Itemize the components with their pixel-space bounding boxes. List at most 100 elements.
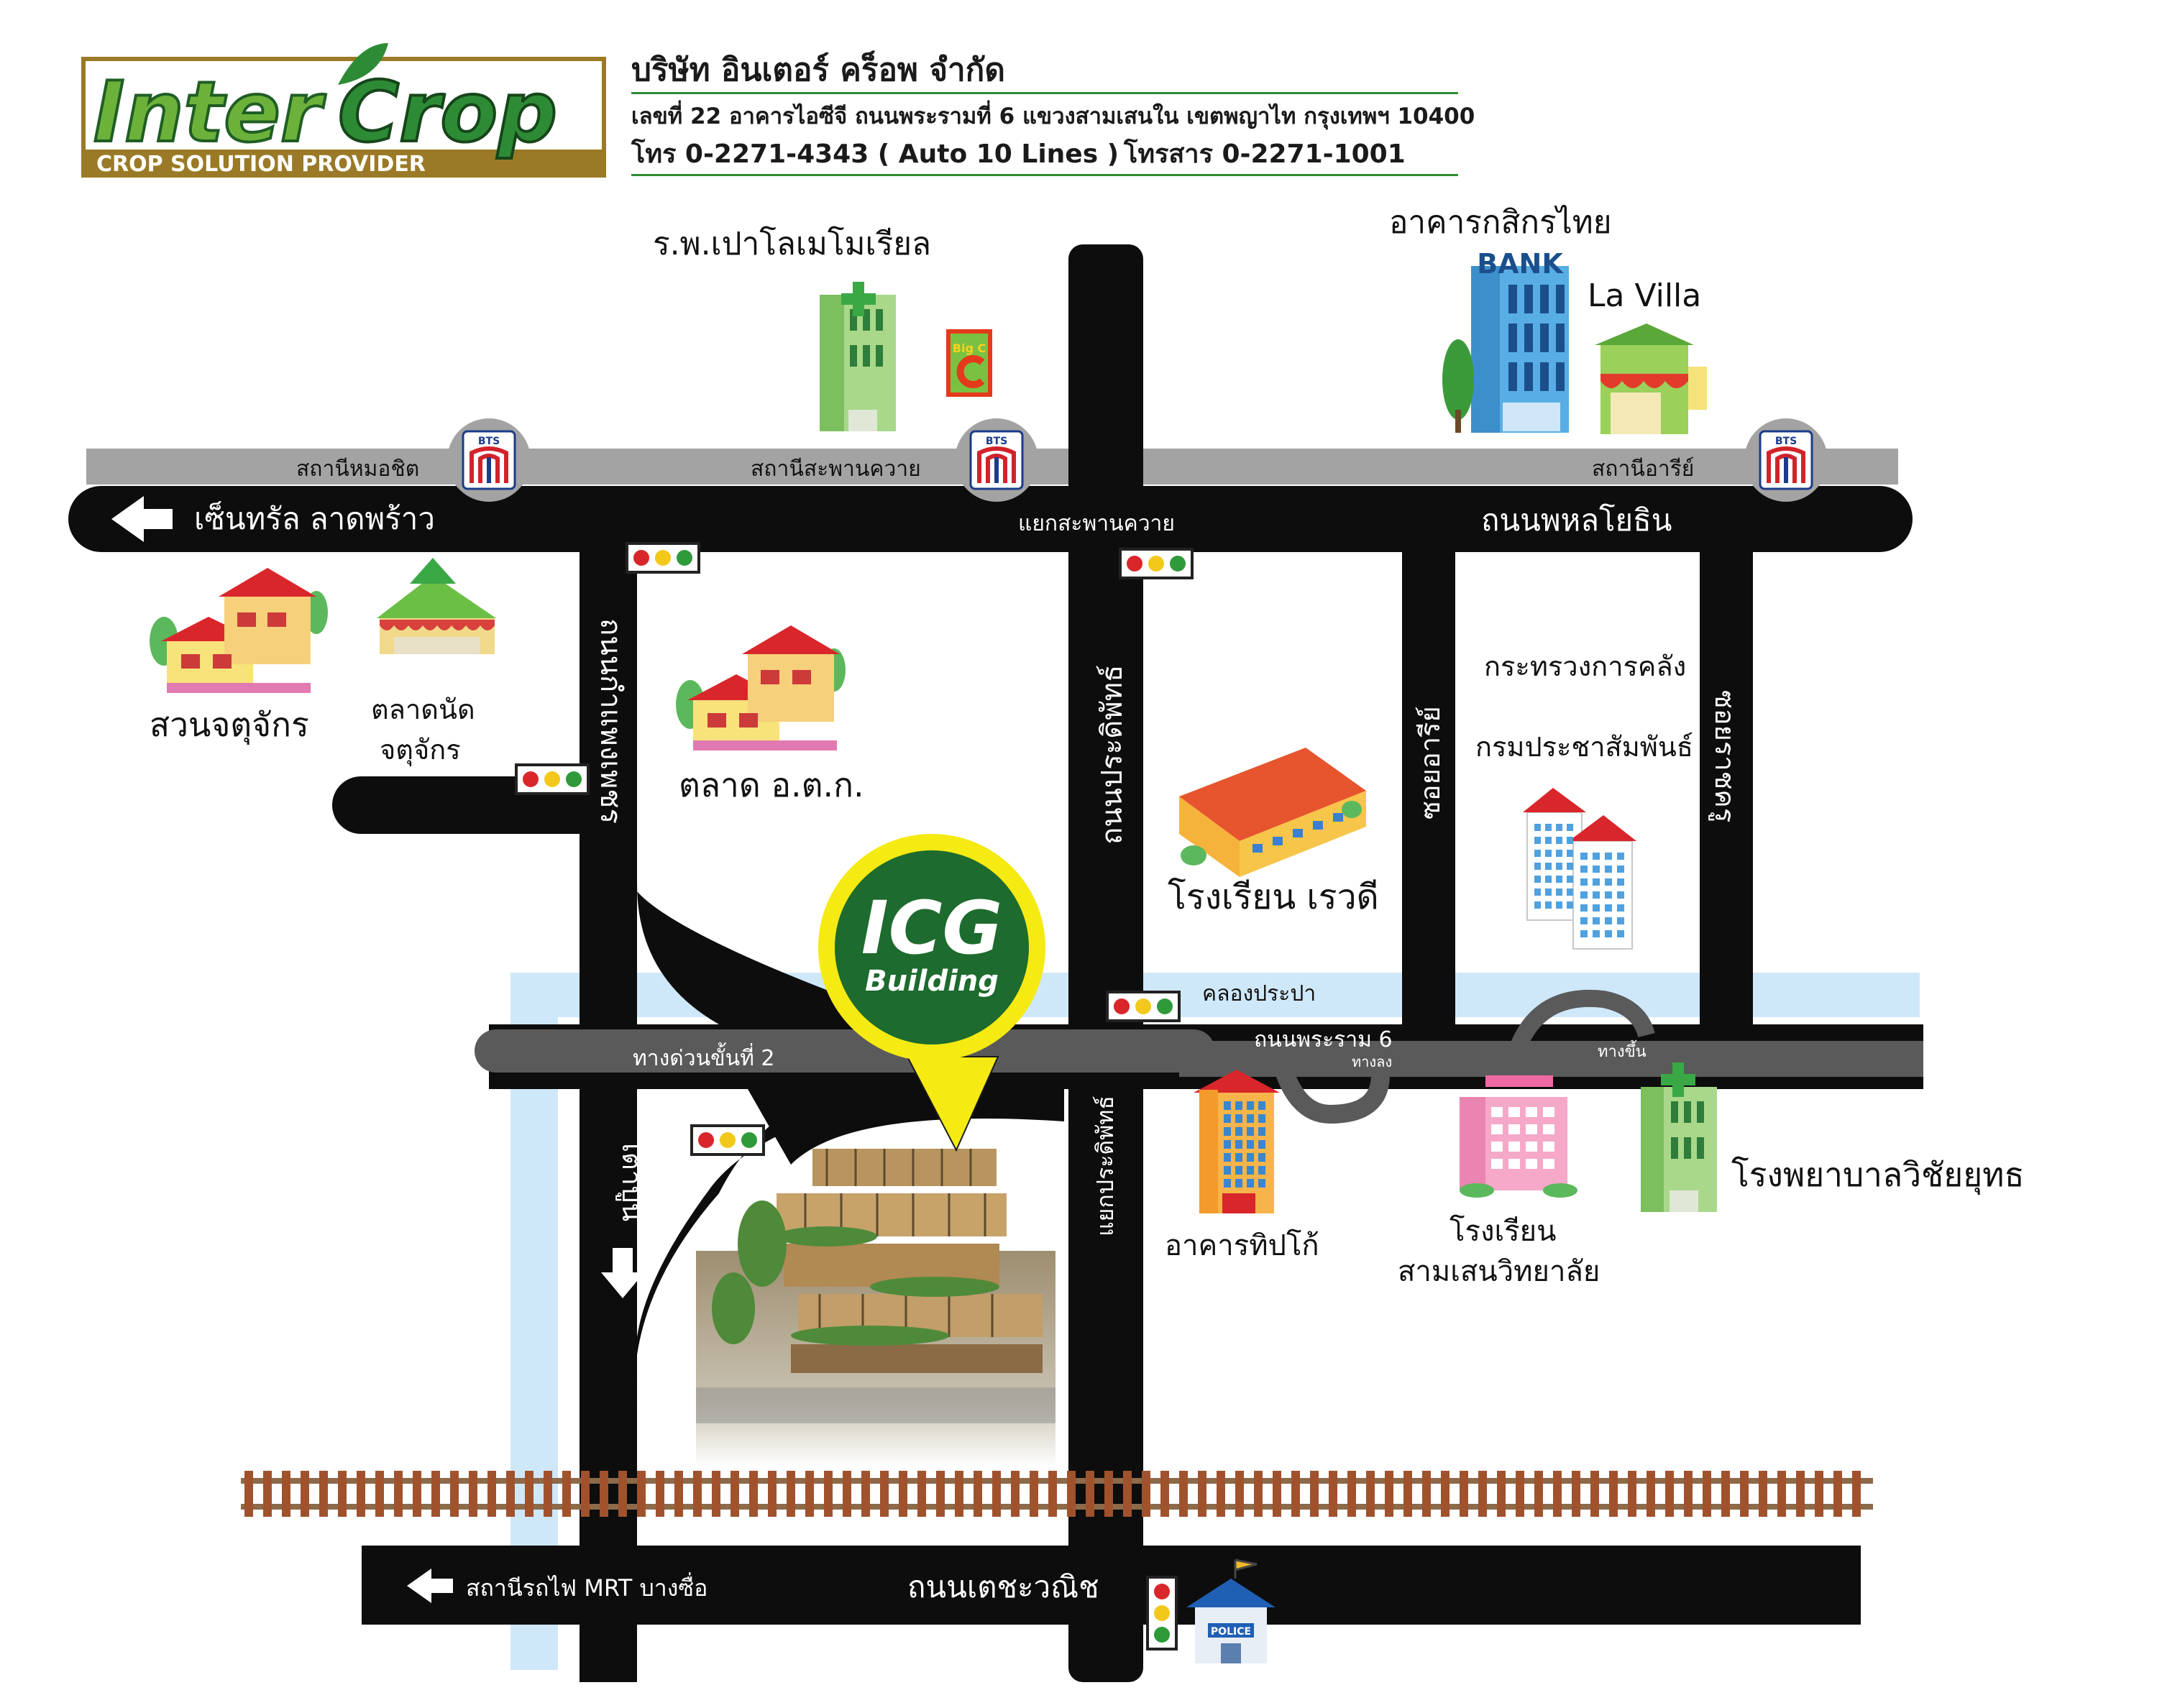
window	[1258, 1101, 1265, 1110]
kasikorn-building-label: อาคารกสิกรไทย	[1389, 204, 1612, 241]
tree-icon	[1442, 339, 1474, 420]
icg-location-pin[interactable]: ICG Building	[818, 834, 1045, 1152]
window	[1491, 1107, 1503, 1117]
railway-sleeper	[450, 1471, 459, 1517]
window	[1508, 1142, 1520, 1152]
window	[1526, 1107, 1537, 1117]
window	[1526, 1124, 1537, 1134]
window	[1593, 891, 1600, 899]
window	[1545, 850, 1552, 857]
flag-icon	[1234, 1558, 1258, 1579]
railway-sleeper	[1179, 1471, 1188, 1517]
railway-sleeper	[974, 1471, 982, 1517]
window	[1258, 1140, 1265, 1149]
tipco-building-icon	[1194, 1070, 1280, 1213]
samsen-school-label-2: สามเสนวิทยาลัย	[1398, 1255, 1600, 1288]
railway-sleeper	[749, 1471, 758, 1517]
government-building-icon	[1523, 788, 1636, 950]
railway-sleeper	[880, 1471, 889, 1517]
phahon-road-label: ถนนพหลโยธิน	[1481, 502, 1672, 538]
window	[1605, 866, 1612, 873]
expressway-label: ทางด่วนขั้นที่ 2	[633, 1042, 775, 1071]
railway-sleeper	[282, 1471, 290, 1517]
expressway-ramp-up	[1508, 989, 1655, 1053]
railway-sleeper	[357, 1471, 365, 1517]
railway-sleeper	[712, 1471, 720, 1517]
window	[1617, 866, 1624, 873]
traffic-light-icon	[1119, 548, 1194, 579]
window	[1491, 1159, 1503, 1169]
railway-sleeper	[1086, 1471, 1094, 1517]
railway-sleeper	[1516, 1471, 1524, 1517]
railway-sleeper	[1329, 1471, 1337, 1517]
road-chatuchak-branch	[332, 776, 637, 834]
window	[1543, 1142, 1554, 1152]
svg-text:BTS: BTS	[1775, 436, 1797, 447]
arrow-down-icon	[601, 1248, 644, 1298]
railway-sleeper	[768, 1471, 777, 1517]
railway-sleeper	[861, 1471, 870, 1517]
railway-sleeper	[843, 1471, 851, 1517]
railway-sleeper	[656, 1471, 664, 1517]
window	[1605, 904, 1612, 912]
police-station-icon: POLICE	[1186, 1558, 1276, 1663]
window	[1605, 930, 1612, 937]
pradiphat-junction-label: แยกประดิพัทธ์	[1091, 1096, 1119, 1236]
traffic-light-icon	[1146, 1576, 1178, 1650]
window	[1580, 878, 1588, 886]
arrow-left-icon	[111, 496, 173, 542]
pin-title: ICG	[861, 886, 1003, 971]
window	[1593, 853, 1600, 860]
window	[1556, 824, 1562, 831]
window	[1235, 1101, 1242, 1110]
central-ladprao-label: เซ็นทรัล ลาดพร้าว	[194, 501, 435, 536]
window	[1224, 1153, 1231, 1162]
company-fax: โทรสาร 0-2271-1001	[1123, 138, 1406, 169]
railway-sleeper	[731, 1471, 739, 1517]
window	[1526, 1159, 1537, 1169]
tree-icon	[1342, 801, 1362, 818]
railway-sleeper	[1852, 1471, 1861, 1517]
samsen-school-icon	[1460, 1075, 1577, 1198]
railway-sleeper	[1815, 1471, 1823, 1517]
railway-sleeper	[301, 1471, 309, 1517]
railway-sleeper	[338, 1471, 347, 1517]
railway-sleeper	[544, 1471, 552, 1517]
medical-cross-icon	[1661, 1062, 1695, 1097]
chatuchak-market-icon	[377, 558, 496, 654]
window	[1247, 1166, 1254, 1175]
railway-sleeper	[1796, 1471, 1805, 1517]
exit-up-label: ทางขึ้น	[1598, 1040, 1647, 1061]
railway-sleeper	[1291, 1471, 1300, 1517]
window	[1545, 876, 1552, 883]
railway-sleeper	[244, 1471, 253, 1517]
traffic-light-icon	[1106, 991, 1181, 1022]
window	[1224, 1127, 1231, 1136]
railway-sleeper	[637, 1471, 646, 1517]
company-info: บริษัท อินเตอร์ คร็อพ จำกัด เลขที่ 22 อา…	[631, 50, 1475, 176]
otk-market-label: ตลาด อ.ต.ก.	[679, 766, 864, 804]
railway-sleeper	[1347, 1471, 1356, 1517]
chatuchak-park-icon	[150, 568, 328, 693]
svg-text:BTS: BTS	[986, 436, 1007, 447]
window	[1556, 901, 1562, 909]
window	[1247, 1153, 1254, 1162]
railway-sleeper	[319, 1471, 328, 1517]
railway-track	[241, 1471, 1873, 1517]
window	[1617, 904, 1624, 912]
finance-ministry-label: กระทรวงการคลัง	[1484, 651, 1686, 682]
railway-sleeper	[1684, 1471, 1693, 1517]
company-address: เลขที่ 22 อาคารไอซีจี ถนนพระรามที่ 6 แขว…	[631, 100, 1475, 130]
otk-market-icon	[676, 625, 846, 750]
window	[1526, 1142, 1537, 1152]
expressway	[475, 1029, 1215, 1073]
railway-sleeper	[1160, 1471, 1169, 1517]
window	[1545, 863, 1552, 870]
hospital-building-icon	[820, 282, 896, 431]
window	[1235, 1114, 1242, 1123]
railway-sleeper	[431, 1471, 440, 1517]
railway-sleeper	[1703, 1471, 1711, 1517]
rama6-road-label: ถนนพระราม 6	[1254, 1027, 1393, 1052]
railway-sleeper	[581, 1471, 590, 1517]
